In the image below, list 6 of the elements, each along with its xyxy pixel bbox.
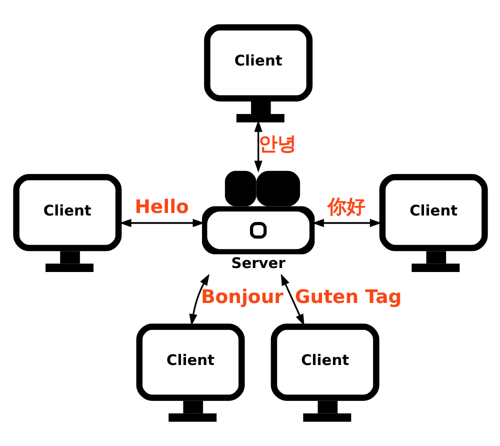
edge-label: 안녕 — [258, 134, 296, 155]
edge-label: 你好 — [327, 196, 366, 218]
edge-label: Guten Tag — [294, 287, 402, 308]
edge-label: Bonjour — [200, 287, 283, 308]
node-label: Server — [230, 255, 285, 272]
edge-label: Hello — [134, 196, 188, 218]
